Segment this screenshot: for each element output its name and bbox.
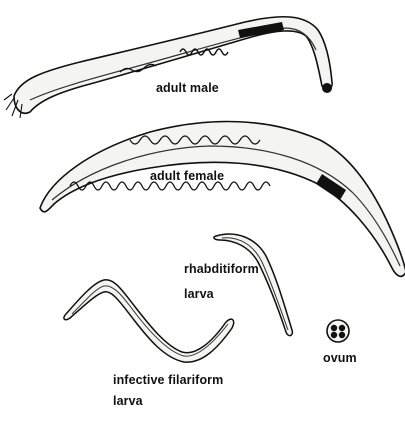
- adult-male-worm: [4, 17, 332, 118]
- adult-female-body: [40, 122, 405, 277]
- label-ovum: ovum: [323, 351, 357, 365]
- adult-male-body: [14, 17, 332, 113]
- label-rhabditiform-larva: larva: [184, 287, 215, 301]
- adult-female-worm: [40, 122, 405, 277]
- adult-male-bursa: [322, 83, 332, 93]
- ovum-blastomere: [331, 325, 337, 331]
- rhabditiform-larva: [214, 234, 292, 336]
- label-infective-filariform: infective filariform: [113, 373, 223, 387]
- label-rhabditiform: rhabditiform: [184, 262, 259, 276]
- rhabditiform-larva-gut: [222, 238, 288, 330]
- ovum: [327, 320, 349, 342]
- ovum-blastomere: [339, 332, 345, 338]
- label-adult-male: adult male: [156, 81, 219, 95]
- adult-female-uterus-coils: [70, 182, 270, 190]
- ovum-blastomere: [331, 332, 337, 338]
- label-filariform-larva: larva: [113, 394, 144, 408]
- label-adult-female: adult female: [150, 169, 224, 183]
- ovum-shell: [327, 320, 349, 342]
- ovum-blastomere: [339, 325, 345, 331]
